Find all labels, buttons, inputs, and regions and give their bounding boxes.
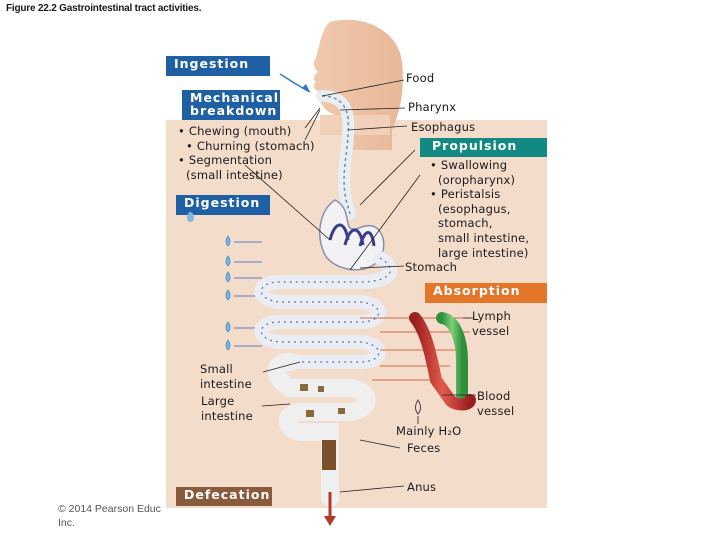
water-drop-icon xyxy=(415,399,421,415)
large-intestine xyxy=(267,353,376,507)
blood-line: Blood xyxy=(477,389,511,403)
defecation-label: Defecation xyxy=(176,487,272,506)
propulsion-item: (esophagus, xyxy=(438,201,511,216)
stomach-churn-arrows xyxy=(328,223,376,247)
food-arrowhead xyxy=(302,84,310,92)
large-intestine-line: intestine xyxy=(201,409,253,423)
mechanical-line2: breakdown xyxy=(190,103,278,118)
mechanical-item: • Chewing (mouth) xyxy=(178,124,292,138)
drop-icon xyxy=(187,212,194,222)
mechanical-item: • Segmentation xyxy=(178,153,273,168)
mechanical-breakdown-label: Mechanical breakdown xyxy=(182,90,280,120)
copyright-line: © 2014 Pearson Educ xyxy=(58,503,161,515)
mechanical-item: • Churning (stomach) xyxy=(186,138,315,153)
mechanical-item: (small intestine) xyxy=(186,167,283,182)
lymph-line: vessel xyxy=(472,323,510,338)
leader-lines xyxy=(244,79,476,493)
small-intestine-coils xyxy=(254,251,398,369)
ingestion-label: Ingestion xyxy=(166,56,270,76)
propulsion-item: • Swallowing xyxy=(430,158,508,172)
small-intestine-label: Small intestine xyxy=(200,362,252,392)
stomach-shape xyxy=(319,199,385,271)
mainly-water-label: Mainly H₂O xyxy=(396,424,462,438)
copyright-line: Inc. xyxy=(58,517,75,529)
esophagus-label: Esophagus xyxy=(411,120,476,134)
blood-vessel-label: Blood vessel xyxy=(477,389,514,418)
propulsion-item: • Peristalsis xyxy=(430,187,501,202)
food-label: Food xyxy=(406,71,435,85)
mechanical-list: • Chewing (mouth) • Churning (stomach) •… xyxy=(178,124,328,182)
blood-line: vessel xyxy=(477,403,515,418)
pharynx-label: Pharynx xyxy=(408,100,457,114)
propulsion-label: Propulsion xyxy=(420,138,547,157)
lymph-vessel-shape xyxy=(436,312,468,406)
blood-vessel-shape xyxy=(409,312,476,411)
esophagus-wall xyxy=(321,95,351,215)
large-intestine-line: Large xyxy=(201,394,235,408)
propulsion-item: large intestine) xyxy=(438,245,529,260)
lymph-vessel-label: Lymph vessel xyxy=(472,309,511,338)
feces-particles xyxy=(300,384,345,470)
defecation-arrow xyxy=(324,492,336,526)
mechanical-line1: Mechanical xyxy=(190,90,279,105)
copyright-notice: © 2014 Pearson Educ Inc. xyxy=(58,502,161,530)
anus-label: Anus xyxy=(407,480,437,494)
small-intestine-line: Small xyxy=(200,362,233,376)
feces-label: Feces xyxy=(407,441,441,455)
small-intestine-line: intestine xyxy=(200,377,252,391)
digestion-label: Digestion xyxy=(176,195,270,222)
propulsion-item: small intestine, xyxy=(438,230,530,245)
figure-title: Figure 22.2 Gastrointestinal tract activ… xyxy=(6,3,202,14)
propulsion-item: stomach, xyxy=(438,216,493,231)
absorption-label: Absorption xyxy=(425,283,547,303)
stomach-label: Stomach xyxy=(405,260,458,274)
enzyme-arrows xyxy=(234,241,262,347)
propulsion-list: • Swallowing (oropharynx) • Peristalsis … xyxy=(430,158,548,260)
propulsion-item: (oropharynx) xyxy=(438,172,516,187)
large-intestine-label: Large intestine xyxy=(201,394,253,424)
body-panel xyxy=(166,120,547,508)
lymph-line: Lymph xyxy=(472,309,511,323)
digestion-drops xyxy=(225,235,231,351)
neck xyxy=(320,115,390,135)
digestion-text: Digestion xyxy=(184,195,261,210)
